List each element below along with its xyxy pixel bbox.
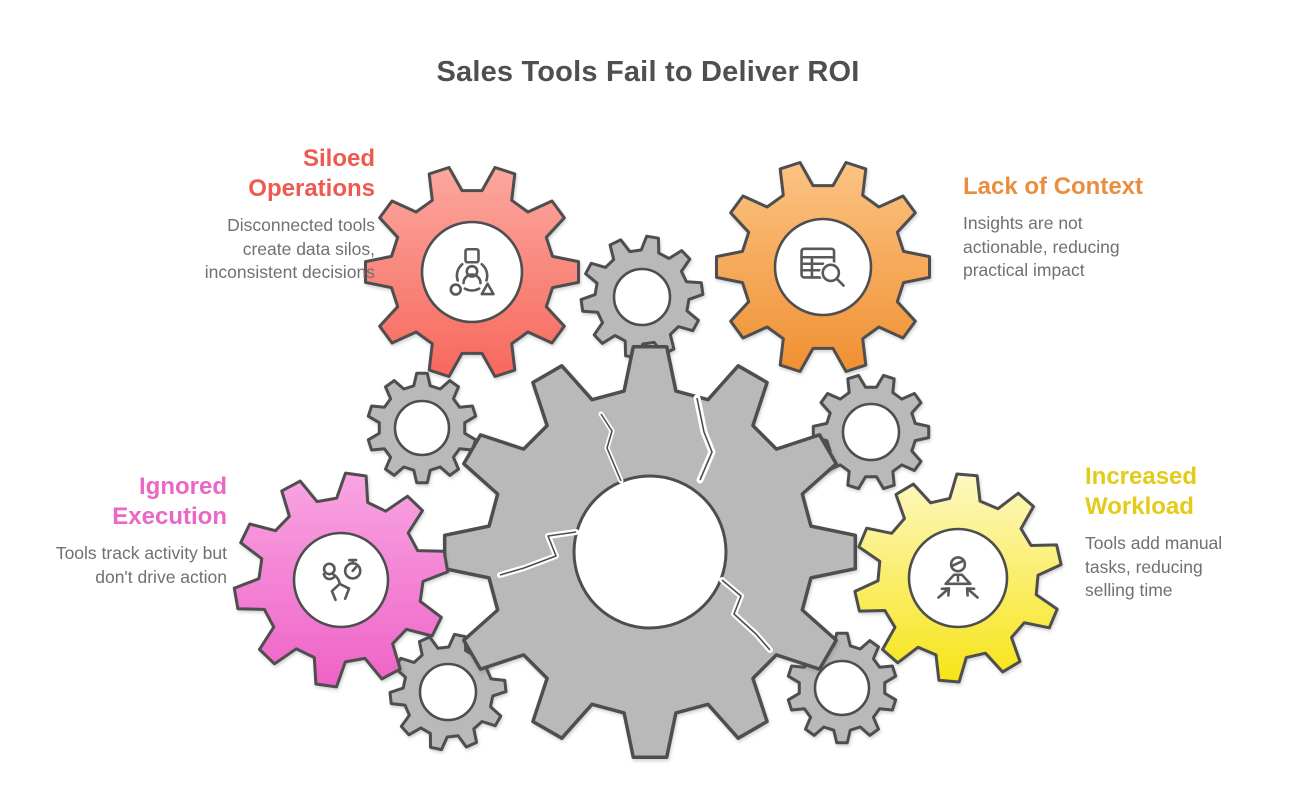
crack-line [721,579,771,651]
callout-heading: Increased Workload [1085,463,1198,521]
workload-pressure-icon [937,556,979,599]
data-search-icon [800,247,845,287]
callout-description: Insights are not actionable, reducing pr… [963,213,1120,281]
callout-heading: Ignored Execution [112,473,227,531]
gear-ignored-execution [232,471,450,689]
broken-central-gear [442,344,858,760]
callout-description: Disconnected tools create data silos, in… [204,215,375,283]
callout-siloed-operations: Siloed Operations Disconnected tools cre… [200,144,375,285]
person-network-icon [449,247,495,296]
gear-lack-of-context [715,161,931,373]
activity-tracking-icon [322,558,362,602]
gear-increased-workload [853,472,1063,684]
gear-siloed-operations [364,166,580,378]
callout-ignored-execution: Ignored Execution Tools track activity b… [52,472,227,589]
background-gear [366,371,478,485]
callout-increased-workload: Increased Workload Tools add manual task… [1085,462,1253,603]
callout-lack-of-context: Lack of Context Insights are not actiona… [963,172,1153,283]
background-gear [579,234,705,360]
crack-line [696,397,713,481]
crack-line [600,413,622,482]
callout-description: Tools add manual tasks, reducing selling… [1085,533,1223,601]
page-title: Sales Tools Fail to Deliver ROI [436,56,860,88]
callout-heading: Siloed Operations [248,145,375,203]
crack-line [499,531,577,576]
background-gear [811,373,931,491]
callout-heading: Lack of Context [963,173,1144,200]
callout-description: Tools track activity but don't drive act… [55,543,227,587]
